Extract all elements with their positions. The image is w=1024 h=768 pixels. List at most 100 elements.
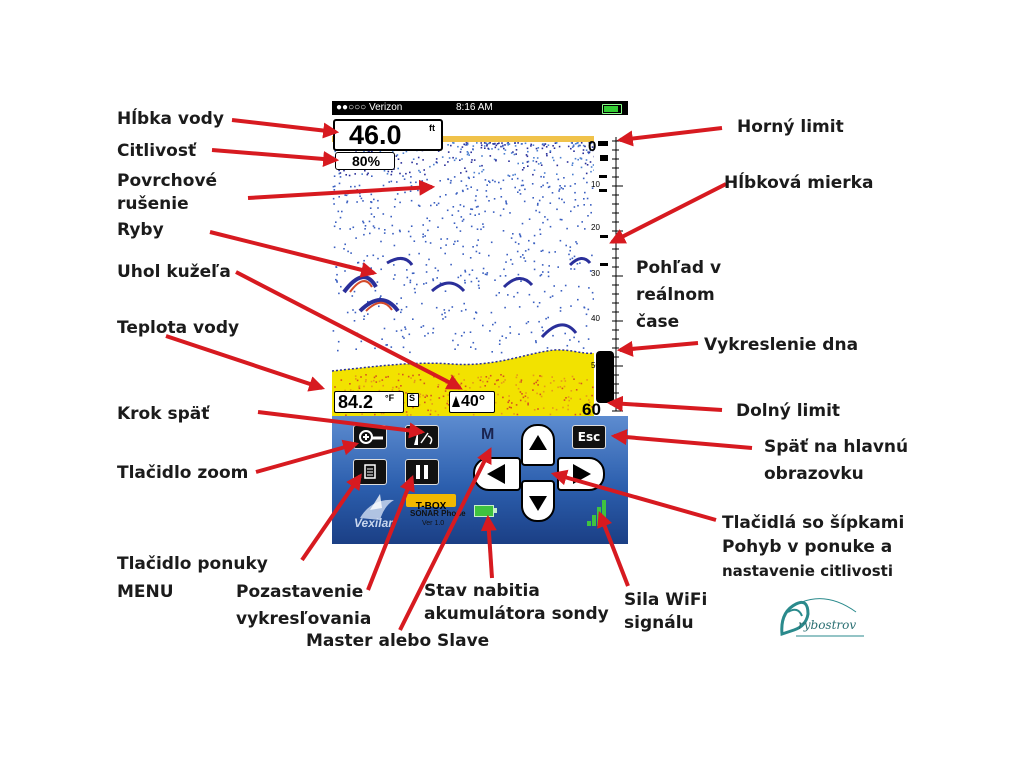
label-top-limit: Horný limit xyxy=(737,117,844,137)
step-back-icon xyxy=(414,430,433,445)
arrow-bottom-draw xyxy=(616,340,699,357)
fishfinder-screen: ●●○○○ Verizon 8:16 AM xyxy=(332,101,628,544)
label-bottom-draw: Vykreslenie dna xyxy=(704,335,859,355)
fish-brand-icon xyxy=(780,598,864,637)
arrow-up-icon xyxy=(529,435,547,450)
arrow-up-button[interactable] xyxy=(521,424,555,466)
arrow-left-icon xyxy=(487,464,505,484)
fish-arch xyxy=(386,257,414,266)
label-water-temp: Teplota vody xyxy=(117,318,240,338)
depth-readout: 46.0 ft xyxy=(333,119,443,151)
depth-scale-label: 40 xyxy=(591,314,600,323)
app-name: SONAR Phone xyxy=(410,509,466,518)
pause-icon xyxy=(416,465,428,479)
carrier-signal: ●●○○○ Verizon xyxy=(336,102,403,113)
label-zoom: Tlačidlo zoom xyxy=(117,463,249,483)
arrow-top-limit xyxy=(616,126,723,147)
label-depth-scale: Hĺbková mierka xyxy=(724,173,874,193)
realtime-column xyxy=(596,141,614,403)
sensitivity-readout: 80% xyxy=(335,152,395,170)
realtime-bottom-block xyxy=(596,351,614,403)
label-menu-2: MENU xyxy=(117,582,174,602)
wifi-signal-icon xyxy=(587,500,606,526)
depth-unit: ft xyxy=(429,123,435,133)
label-wifi-1: Sila WiFi xyxy=(624,590,708,610)
fish-arch xyxy=(540,323,578,339)
label-step-back: Krok späť xyxy=(117,404,210,424)
label-realtime-2: reálnom xyxy=(636,285,715,305)
control-panel: M Esc Vexilar T-BOX SONAR Phone xyxy=(332,416,628,544)
phone-battery-icon xyxy=(602,104,622,114)
label-surface-1: Povrchové xyxy=(117,171,218,191)
s-flag: S xyxy=(407,393,419,407)
tbox-badge: T-BOX xyxy=(406,494,456,512)
surface-band xyxy=(332,136,594,142)
pause-button[interactable] xyxy=(405,459,439,485)
esc-button[interactable]: Esc xyxy=(572,425,606,449)
step-back-button[interactable] xyxy=(405,425,439,449)
depth-scale-label: 10 xyxy=(591,180,600,189)
label-arrows-2: Pohyb v ponuke a xyxy=(722,537,893,557)
cone-angle-readout: 40° xyxy=(449,391,495,413)
label-pause-2: vykresľovania xyxy=(236,609,372,629)
label-menu-1: Tlačidlo ponuky xyxy=(117,554,268,574)
label-pause-1: Pozastavenie xyxy=(236,582,364,602)
label-realtime-3: čase xyxy=(636,312,680,332)
master-slave-indicator: M xyxy=(481,426,495,443)
status-time: 8:16 AM xyxy=(456,102,493,113)
menu-button[interactable] xyxy=(353,459,387,485)
label-esc-1: Späť na hlavnú xyxy=(764,437,909,457)
arrow-sensitivity xyxy=(211,148,340,167)
arrow-depth xyxy=(231,118,340,139)
esc-label: Esc xyxy=(577,430,601,444)
label-water-depth: Hĺbka vody xyxy=(117,109,224,129)
fish-arch xyxy=(502,277,534,289)
app-version: Ver 1.0 xyxy=(422,520,445,527)
depth-scale-label: 50 xyxy=(591,361,600,370)
depth-scale-label: 60 xyxy=(582,400,601,416)
label-wifi-2: signálu xyxy=(624,613,694,633)
zoom-button[interactable] xyxy=(353,425,387,449)
arrow-esc xyxy=(610,429,753,450)
depth-scale-label: 20 xyxy=(591,223,600,232)
label-battery-2: akumulátora sondy xyxy=(424,604,609,624)
arrow-down-icon xyxy=(529,496,547,511)
label-master: Master alebo Slave xyxy=(306,631,490,651)
label-battery-1: Stav nabitia xyxy=(424,581,540,601)
rybostrov-logo: rybostrov xyxy=(778,590,868,640)
temp-unit: °F xyxy=(385,393,395,403)
depth-scale-label: 0 xyxy=(588,138,596,155)
water-temp-value: 84.2 xyxy=(338,392,374,412)
arrow-down-button[interactable] xyxy=(521,480,555,522)
label-arrows-3: nastavenie citlivosti xyxy=(722,562,893,580)
water-temp-readout: 84.2 °F xyxy=(334,391,404,413)
ios-status-bar: ●●○○○ Verizon 8:16 AM xyxy=(332,101,628,115)
label-arrows-1: Tlačidlá so šípkami xyxy=(722,513,905,533)
arrow-scale xyxy=(609,182,727,244)
brand-name: Vexilar xyxy=(354,516,393,530)
label-fish: Ryby xyxy=(117,220,164,240)
arrow-right-button[interactable] xyxy=(557,457,605,491)
depth-scale-label: 30 xyxy=(591,269,600,278)
fish-arch xyxy=(568,257,592,267)
sonar-battery-icon xyxy=(474,505,494,517)
label-surface-2: rušenie xyxy=(117,194,189,214)
arrow-left-button[interactable] xyxy=(473,457,521,491)
label-realtime-1: Pohľad v xyxy=(636,258,722,278)
depth-value: 46.0 xyxy=(349,120,402,150)
cone-icon xyxy=(452,396,460,407)
brand-name: rybostrov xyxy=(798,618,857,632)
menu-icon xyxy=(364,464,376,479)
arrow-right-icon xyxy=(573,464,591,484)
zoom-icon xyxy=(359,430,383,444)
cone-angle-value: 40° xyxy=(461,393,486,410)
label-esc-2: obrazovku xyxy=(764,464,864,484)
label-bottom-limit: Dolný limit xyxy=(736,401,841,421)
battery-tip xyxy=(494,508,497,513)
label-sensitivity: Citlivosť xyxy=(117,141,197,161)
s-flag-text: S xyxy=(409,393,416,403)
label-cone-angle: Uhol kužeľa xyxy=(117,262,231,282)
vexilar-logo: Vexilar xyxy=(350,492,410,540)
sensitivity-value: 80% xyxy=(352,153,381,169)
arrow-temp xyxy=(165,334,326,392)
